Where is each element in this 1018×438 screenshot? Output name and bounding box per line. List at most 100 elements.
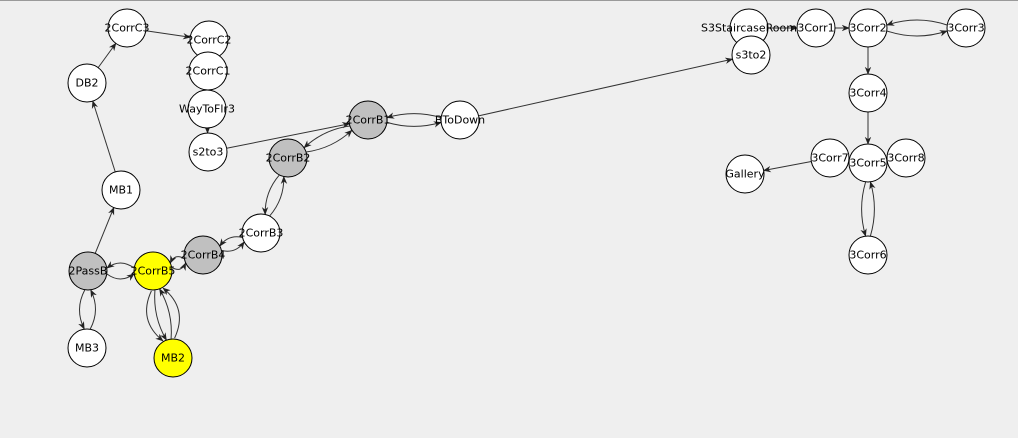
node-2corrb3[interactable]: 2CorrB3 (239, 213, 284, 253)
node-label: 3Corr5 (849, 157, 886, 170)
node-3corr3[interactable]: 3Corr3 (946, 8, 986, 48)
edge-3corr3-to-3corr2 (886, 19, 948, 26)
edge-2corrb5-to-2passb (106, 261, 135, 269)
node-3corr2[interactable]: 3Corr2 (848, 8, 888, 48)
node-gallery[interactable]: Gallery (725, 154, 765, 194)
node-circle[interactable] (440, 100, 480, 140)
node-label: Gallery (725, 168, 765, 181)
node-s3staircaseroom[interactable]: S3StaircaseRoom (701, 8, 797, 48)
edge-mb3-to-2passb (89, 289, 97, 330)
node-circle[interactable] (67, 63, 107, 103)
edge-2corrb2-to-2corrb3 (261, 174, 280, 216)
node-s3to2[interactable]: s3to2 (731, 35, 771, 75)
node-circle[interactable] (268, 138, 308, 178)
edge-2passb-to-mb3 (78, 289, 86, 330)
node-circle[interactable] (241, 213, 281, 253)
edge-mb1-to-db2 (91, 100, 116, 173)
node-label: 2CorrB1 (346, 114, 391, 127)
node-3corr5[interactable]: 3Corr5 (848, 143, 888, 183)
edge-2corrc3-to-2corrc2 (145, 30, 191, 40)
node-circle[interactable] (187, 89, 227, 129)
node-label: 3Corr3 (947, 22, 984, 35)
node-circle[interactable] (133, 251, 173, 291)
node-label: 2CorrB5 (131, 265, 176, 278)
node-circle[interactable] (848, 73, 888, 113)
edge-2corrb3-to-2corrb2 (269, 175, 288, 217)
node-circle[interactable] (153, 338, 193, 378)
node-label: DB2 (75, 77, 98, 90)
edge-s2to3-to-2corrb1 (226, 122, 351, 149)
node-circle[interactable] (946, 8, 986, 48)
edge-3corr5-to-3corr6 (860, 181, 867, 237)
node-label: 2CorrC1 (186, 65, 231, 78)
node-circle[interactable] (731, 35, 771, 75)
edges-layer (78, 19, 948, 342)
edge-2passb-to-mb1 (94, 206, 115, 254)
edge-2passb-to-2corrb5 (106, 273, 135, 281)
node-label: 3Corr4 (849, 87, 886, 100)
node-label: 2CorrC3 (105, 22, 150, 35)
edge-2corrb2-to-2corrb1 (306, 129, 353, 153)
edge-2corrb1-to-btodown (386, 121, 442, 128)
node-circle[interactable] (796, 8, 836, 48)
node-2corrb1[interactable]: 2CorrB1 (346, 100, 391, 140)
node-label: 2CorrB2 (266, 152, 311, 165)
edge-btodown-to-2corrb1 (386, 112, 442, 119)
edge-btodown-to-s3to2 (478, 57, 734, 117)
node-3corr4[interactable]: 3Corr4 (848, 73, 888, 113)
node-circle[interactable] (848, 143, 888, 183)
node-circle[interactable] (848, 235, 888, 275)
node-label: 3Corr1 (797, 22, 834, 35)
edge-3corr6-to-3corr5 (869, 181, 876, 237)
edge-2corrb5-to-mb2 (146, 290, 164, 342)
node-circle[interactable] (183, 235, 223, 275)
node-label: MB2 (161, 352, 185, 365)
edge-db2-to-2corrc3 (97, 42, 117, 68)
edge-mb2-to-2corrb5 (159, 288, 172, 339)
node-circle[interactable] (107, 8, 147, 48)
node-3corr7[interactable]: 3Corr7 (810, 138, 850, 178)
edge-2corrb1-to-2corrb2 (303, 125, 350, 149)
node-2corrc1[interactable]: 2CorrC1 (186, 51, 231, 91)
node-circle[interactable] (886, 138, 926, 178)
node-mb2[interactable]: MB2 (153, 338, 193, 378)
edge-2corrb3-to-2corrb4 (219, 236, 243, 247)
node-3corr6[interactable]: 3Corr6 (848, 235, 888, 275)
node-circle[interactable] (68, 251, 108, 291)
node-label: s3to2 (736, 49, 767, 62)
node-btodown[interactable]: BToDown (435, 100, 485, 140)
node-3corr1[interactable]: 3Corr1 (796, 8, 836, 48)
node-label: 2CorrC2 (187, 34, 232, 47)
node-circle[interactable] (810, 138, 850, 178)
node-waytoflr3[interactable]: WayToFlr3 (179, 89, 235, 129)
edge-2corrb5-to-mb2 (154, 290, 167, 341)
node-mb1[interactable]: MB1 (101, 170, 141, 210)
node-circle[interactable] (725, 154, 765, 194)
node-2corrb4[interactable]: 2CorrB4 (181, 235, 226, 275)
node-2corrc3[interactable]: 2CorrC3 (105, 8, 150, 48)
node-2corrb2[interactable]: 2CorrB2 (266, 138, 311, 178)
edge-3corr7-to-gallery (762, 161, 812, 173)
node-circle[interactable] (848, 8, 888, 48)
node-s2to3[interactable]: s2to3 (188, 132, 228, 172)
node-circle[interactable] (67, 328, 107, 368)
node-label: s2to3 (193, 146, 224, 159)
edge-2corrb5-to-2corrb4 (171, 262, 187, 271)
node-circle[interactable] (188, 132, 228, 172)
node-db2[interactable]: DB2 (67, 63, 107, 103)
node-2corrb5[interactable]: 2CorrB5 (131, 251, 176, 291)
edge-2corrb4-to-2corrb5 (169, 255, 185, 264)
node-label: 2CorrB4 (181, 249, 226, 262)
node-circle[interactable] (101, 170, 141, 210)
edge-3corr2-to-3corr3 (886, 30, 948, 37)
node-circle[interactable] (348, 100, 388, 140)
node-label: 2CorrB3 (239, 227, 284, 240)
node-label: MB1 (109, 184, 133, 197)
node-label: S3StaircaseRoom (701, 22, 797, 35)
node-2passb[interactable]: 2PassB (68, 251, 108, 291)
node-3corr8[interactable]: 3Corr8 (886, 138, 926, 178)
node-mb3[interactable]: MB3 (67, 328, 107, 368)
